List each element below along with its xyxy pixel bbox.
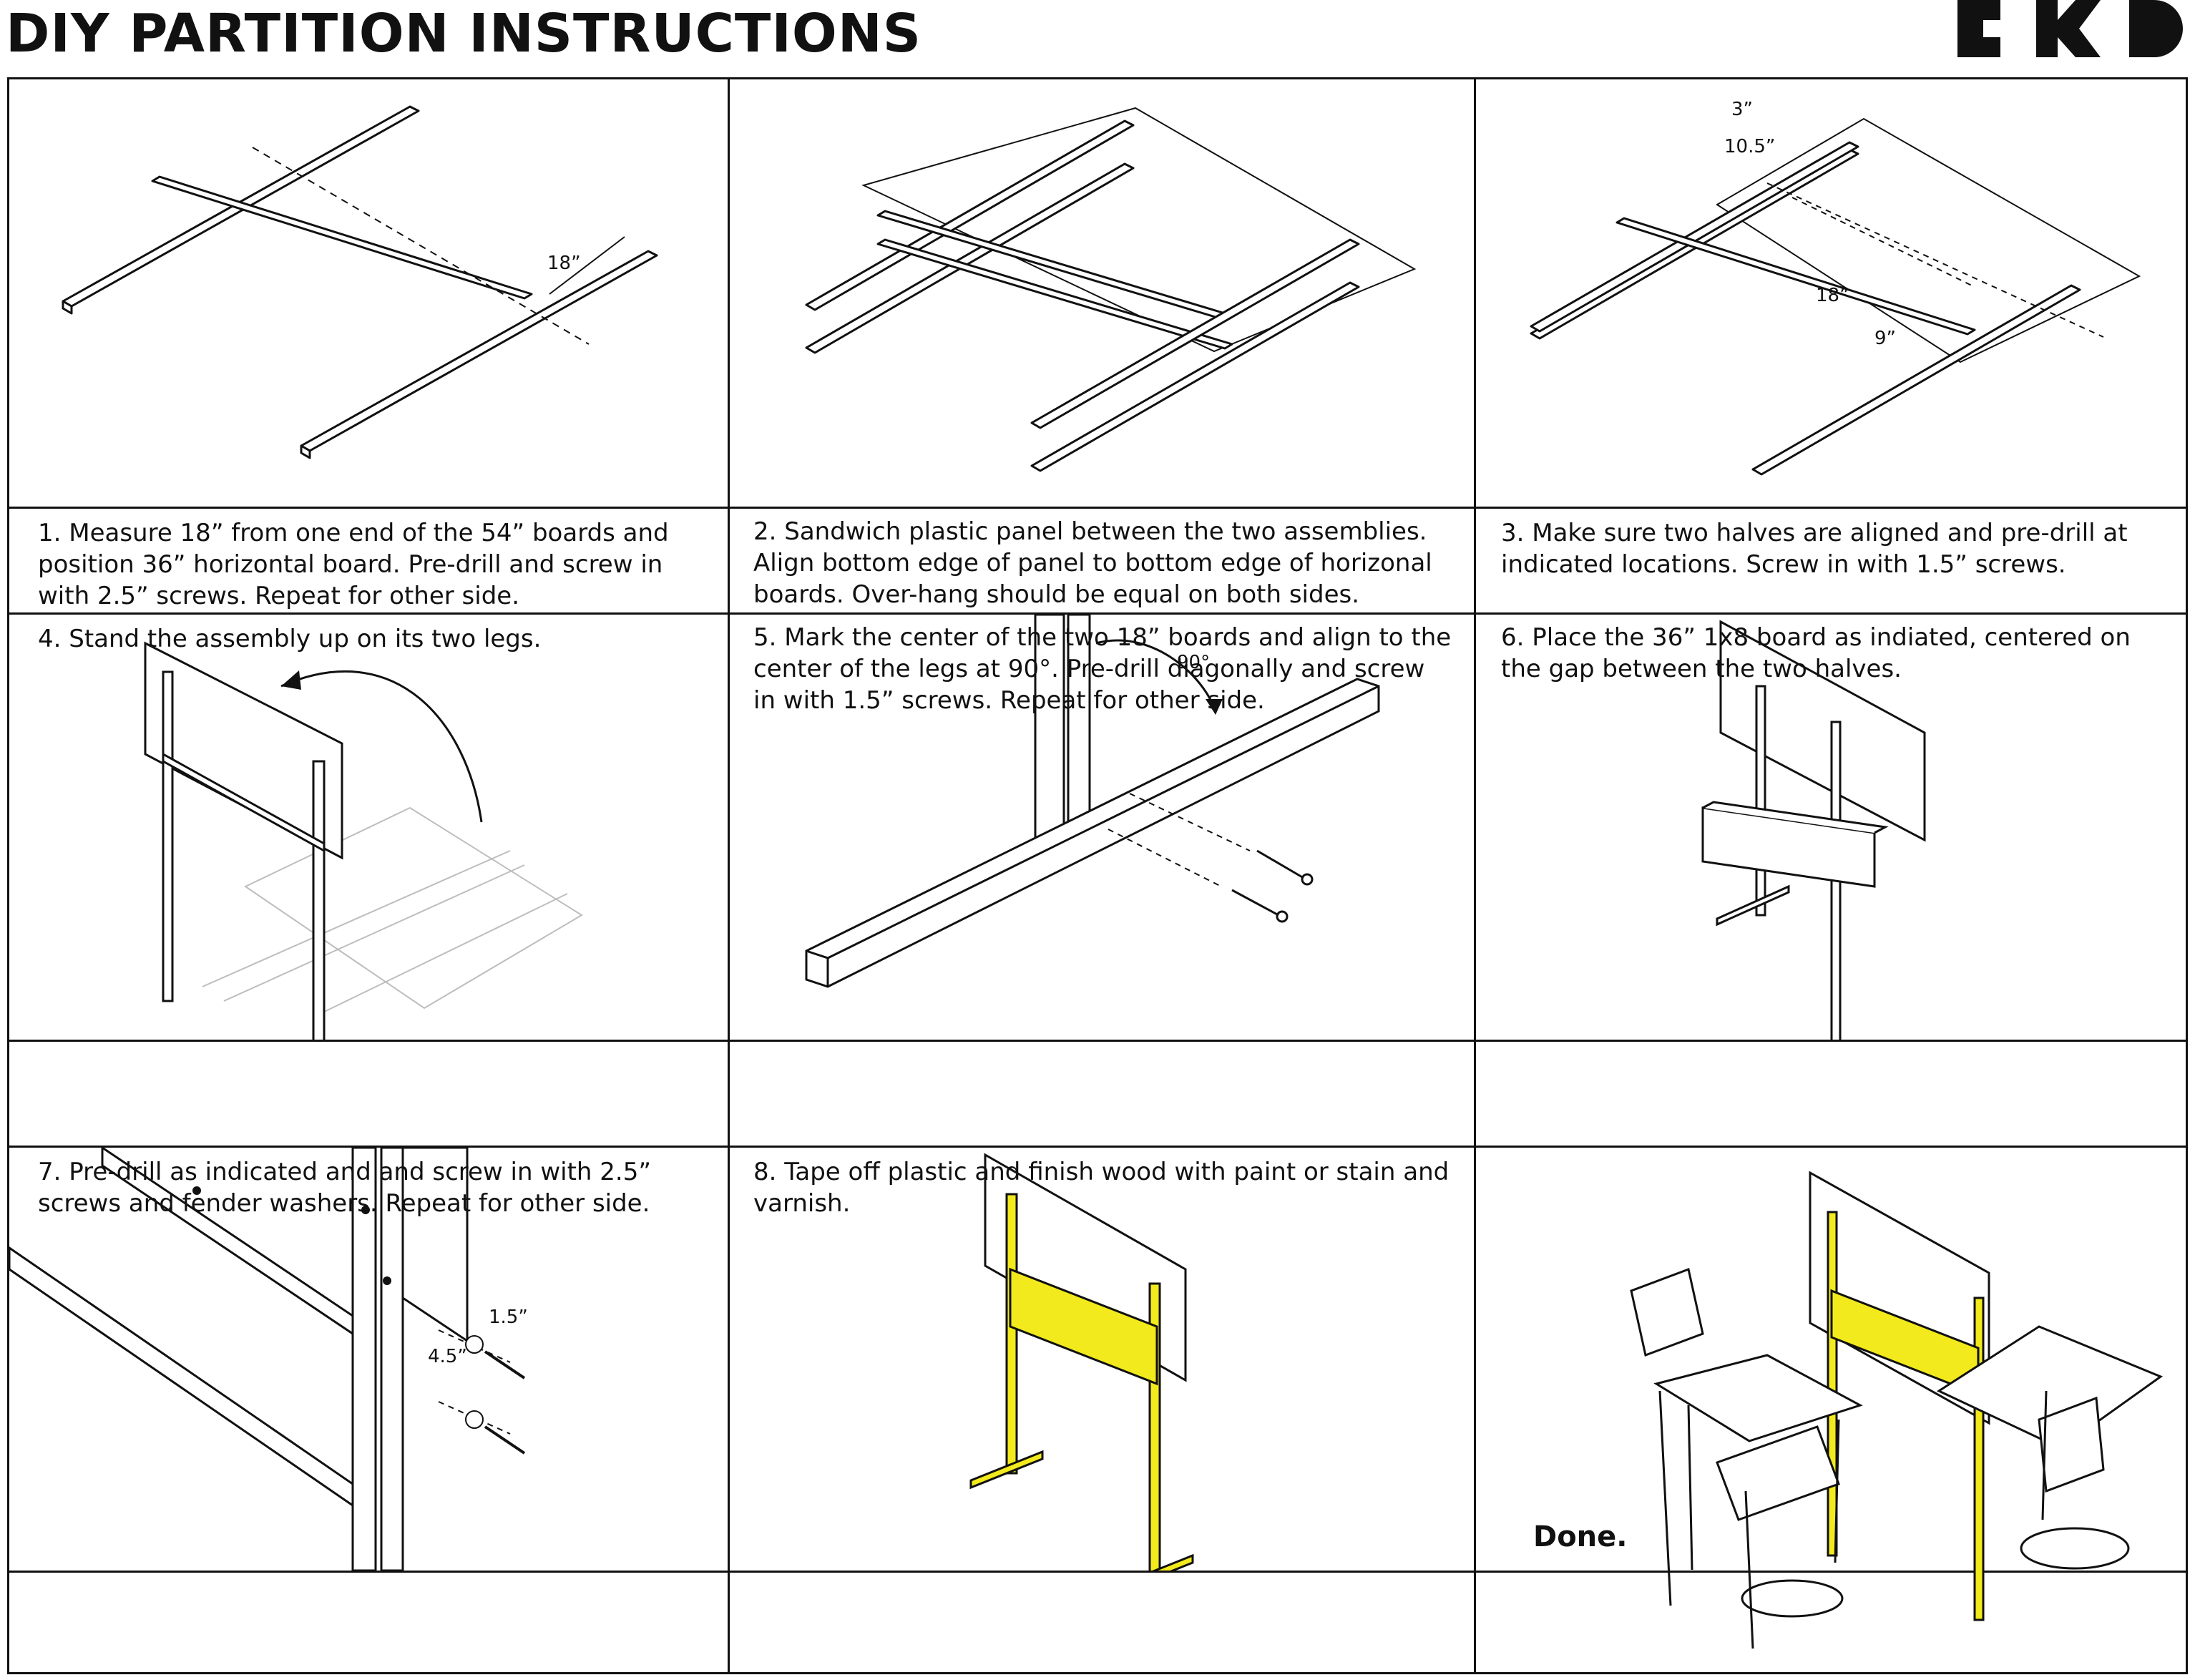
dim-label: 1.5” [489, 1307, 528, 1328]
step-8-figure [969, 1153, 1194, 1571]
dim-label: 4.5” [428, 1346, 467, 1367]
step-4-caption: 4. Stand the assembly up on its two legs… [38, 625, 542, 653]
step-1-figure: 18” [62, 105, 658, 459]
instruction-grid: 18” 1. Measure 18” from one end of the 5… [7, 77, 2188, 1674]
done-label: Done. [1533, 1520, 1628, 1553]
step-6-caption: 6. Place the 36” 1x8 board as indiated, … [1501, 623, 2131, 683]
step-6-figure [1701, 620, 1926, 1040]
dim-label: 10.5” [1724, 136, 1775, 157]
step-5-caption: 5. Mark the center of the two 18” boards… [753, 623, 1452, 715]
step-3-figure: 3” 10.5” 18” 9” [1530, 99, 2141, 476]
dim-label: 9” [1874, 328, 1896, 349]
step-5-figure: 90° [805, 615, 1380, 988]
dim-label: 18” [547, 253, 581, 274]
dim-label: 90° [1177, 652, 1210, 673]
brand-logo [1957, 0, 2183, 57]
step-2-caption: 2. Sandwich plastic panel between the tw… [753, 517, 1432, 609]
step-3-caption: 3. Make sure two halves are aligned and … [1501, 519, 2128, 579]
step-7-caption: 7. Pre-drill as indicated and and screw … [38, 1158, 651, 1218]
step-1-caption: 1. Measure 18” from one end of the 54” b… [38, 519, 669, 610]
page-title: DIY PARTITION INSTRUCTIONS [6, 3, 922, 64]
step-4-figure [144, 641, 583, 1040]
step-7-figure: 1.5” 4.5” [9, 1148, 528, 1571]
done-figure [1630, 1171, 2164, 1649]
step-2-figure [805, 107, 1417, 472]
dim-label: 18” [1816, 285, 1849, 306]
dim-label: 3” [1731, 99, 1753, 120]
step-8-caption: 8. Tape off plastic and finish wood with… [753, 1158, 1450, 1218]
